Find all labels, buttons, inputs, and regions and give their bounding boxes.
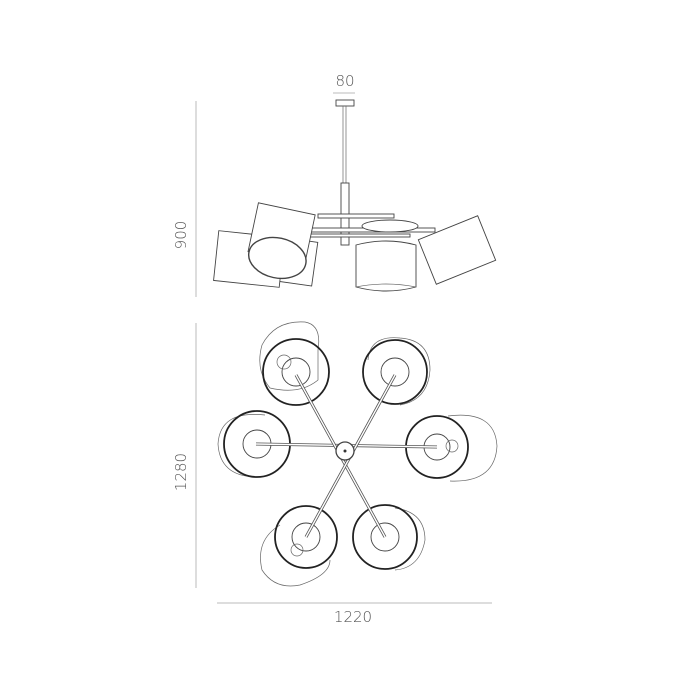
canopy	[335, 99, 355, 107]
arm	[317, 213, 395, 219]
canopy-width-label: 80	[335, 72, 354, 90]
shade	[355, 240, 417, 292]
width-label: 1220	[334, 608, 372, 626]
arm	[299, 233, 411, 238]
shade-bottom-left	[260, 505, 338, 587]
side-view	[213, 99, 497, 292]
shade-top-left	[259, 321, 330, 406]
height-label: 900	[172, 221, 190, 250]
shade-top-right	[362, 337, 431, 406]
shade-bottom-right	[352, 504, 426, 571]
shade	[417, 215, 497, 285]
shade	[247, 202, 316, 280]
depth-label: 1280	[172, 453, 190, 491]
top-view	[217, 321, 498, 587]
